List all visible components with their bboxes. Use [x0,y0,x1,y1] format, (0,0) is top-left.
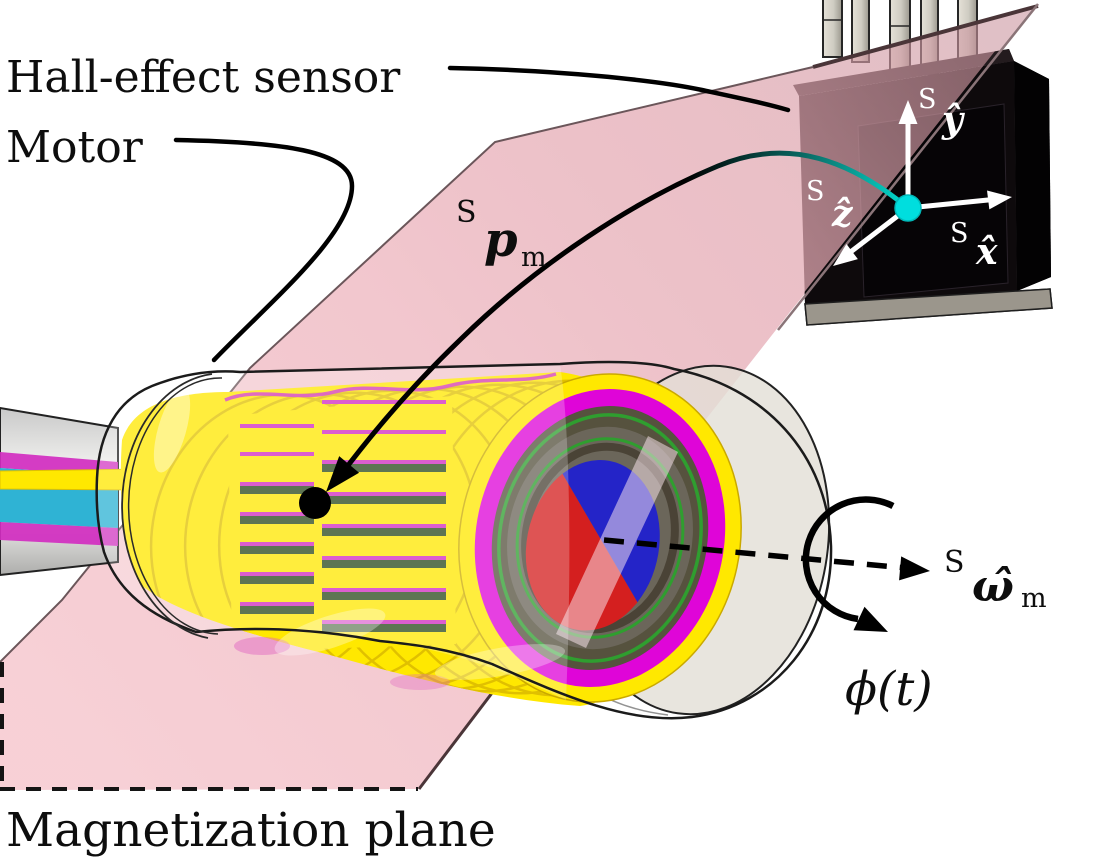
position-curve [337,150,911,479]
axis-z-frame: S [806,176,825,207]
motor-leader-line [173,137,355,363]
rotation-axis [603,496,930,632]
hall-sensor-leader-line [447,65,791,113]
axis-x-label: S x̂ [950,218,998,273]
coil-turn-arcs [149,379,691,697]
motor-cable [0,406,119,577]
p-subscript: m [521,242,547,273]
axis-x-frame: S [950,218,969,249]
glass-housing-outline [95,360,833,720]
sensor-position-vector [299,150,922,519]
glass-housing-sheen [96,364,570,700]
axis-y-arrowhead [898,100,918,124]
magnetization-plane-label: Magnetization plane [6,803,496,857]
motor [0,360,833,720]
axis-y-frame: S [918,84,937,115]
axis-z-label: S ẑ [806,176,854,235]
sensor-origin-marker [894,194,922,222]
axis-z-arrowhead [833,243,858,266]
magnet-center-dot [299,487,331,519]
cable-wire-magenta-bottom [0,522,118,546]
omega-symbol: ω̂ [972,561,1014,612]
axis-z-symbol: ẑ [831,193,854,235]
omega-subscript: m [1021,583,1047,614]
axis-x-arrowhead [987,190,1012,210]
sensor-position-label: S p m [456,195,547,273]
axis-y-symbol: ŷ [941,99,965,141]
ring-green-outer [497,413,703,663]
p-symbol: p [484,212,518,268]
motor-label: Motor [6,122,144,173]
position-arrowhead [326,456,360,492]
p-frame-superscript: S [456,195,477,230]
axis-x-symbol: x̂ [975,231,998,273]
rotation-direction-arrowhead [853,606,888,632]
rotation-axis-arrowhead [899,556,930,581]
omega-frame-superscript: S [944,545,965,580]
hall-effect-sensor-label: Hall-effect sensor [6,52,401,103]
axis-y-label: S ŷ [918,84,965,141]
rotation-direction-arc [802,496,895,623]
coil-face-stripes [240,400,446,632]
coil-top-fringe [224,372,557,402]
glass-cap-seam [121,373,213,639]
rotation-angle-label: ϕ(t) [845,662,933,717]
rotation-axis-label: S ω̂ m [944,545,1047,614]
